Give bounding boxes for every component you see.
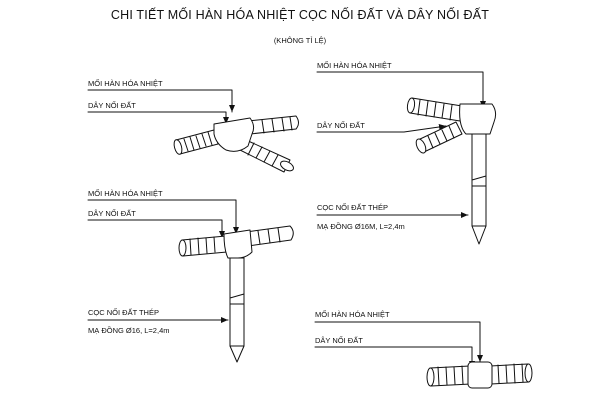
- detail2-ground-rod: [471, 133, 487, 245]
- detail2-rod-spec: MẠ ĐỒNG Ø16M, L=2,4m: [317, 222, 405, 231]
- detail3-weld-body: [223, 229, 253, 259]
- detail4-weld-leader: [314, 321, 483, 363]
- detail3-wire-left: [178, 235, 228, 257]
- detail3-weld-label: MỐI HÀN HÓA NHIỆT: [88, 189, 163, 198]
- detail2-wire-bottom: [415, 121, 463, 154]
- detail3-wire-label: DÂY NỐI ĐẤT: [88, 209, 136, 218]
- detail4-wire-right: [489, 363, 533, 385]
- detail1-wire-label: DÂY NỐI ĐẤT: [88, 101, 136, 110]
- detail1-weld-leader: [87, 89, 235, 113]
- detail4-wire-label: DÂY NỐI ĐẤT: [315, 336, 363, 345]
- detail4-wire-left: [426, 365, 472, 387]
- detail2-rod-label: CỌC NỐI ĐẤT THÉP: [317, 203, 388, 212]
- detail2-rod-assembly: [316, 71, 497, 245]
- detail3-rod-spec: MẠ ĐỒNG Ø16, L=2,4m: [88, 326, 170, 335]
- detail4-weld-label: MỐI HÀN HÓA NHIỆT: [315, 310, 390, 319]
- detail2-wire-top: [406, 97, 463, 122]
- detail4-splice: [314, 321, 533, 389]
- detail1-weld-body: [213, 117, 255, 152]
- detail4-weld-body: [467, 361, 493, 389]
- detail1-wire-leader: [87, 111, 229, 125]
- drawing-subtitle: (KHÔNG TỈ LỆ): [273, 36, 327, 45]
- detail1-wire-left: [173, 129, 219, 155]
- detail3-wire-leader: [87, 219, 225, 239]
- detail3-wire-right: [245, 225, 294, 247]
- detail2-weld-leader: [316, 71, 486, 109]
- drawing-title: CHI TIẾT MỐI HÀN HÓA NHIỆT CỌC NỐI ĐẤT V…: [110, 8, 490, 22]
- detail3-rod-label: CỌC NỐI ĐẤT THÉP: [88, 308, 159, 317]
- detail2-wire-label: DÂY NỐI ĐẤT: [317, 121, 365, 130]
- detail1-wire-branch: [239, 139, 294, 173]
- detail1-weld-label: MỐI HÀN HÓA NHIỆT: [88, 79, 163, 88]
- detail3-rod-assembly: [87, 199, 294, 363]
- detail2-weld-label: MỐI HÀN HÓA NHIỆT: [317, 61, 392, 70]
- detail3-weld-leader: [87, 199, 239, 235]
- detail1-t-joint: [87, 89, 299, 173]
- detail3-ground-rod: [229, 257, 245, 363]
- detail1-wire-right: [247, 115, 299, 135]
- detail2-wire-leader: [316, 124, 447, 133]
- detail4-wire-leader: [314, 346, 475, 369]
- detail2-weld-body: [459, 103, 497, 135]
